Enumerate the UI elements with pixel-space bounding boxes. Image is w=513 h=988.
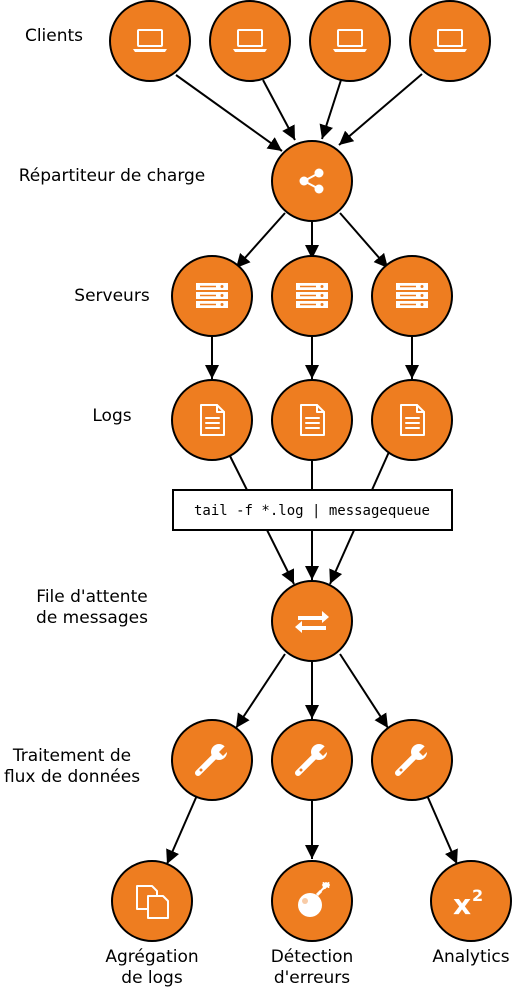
label-clients: Clients — [25, 26, 83, 46]
stream-node-1 — [171, 719, 253, 801]
label-logs: Logs — [92, 406, 131, 426]
edge-queue-stream1 — [235, 653, 286, 729]
log-node-3 — [371, 379, 453, 461]
server-icon — [395, 282, 429, 309]
edge-lb-server3 — [339, 212, 389, 269]
edge-client1-lb — [175, 74, 283, 152]
client-node-2 — [209, 0, 291, 82]
label-analytics: Analytics — [432, 947, 509, 967]
svg-text:x: x — [453, 888, 471, 921]
server-node-3 — [371, 255, 453, 337]
command-text: tail -f *.log | messagequeue — [194, 503, 430, 519]
label-queue-line2: de messages — [36, 608, 148, 628]
server-node-2 — [271, 255, 353, 337]
load-balancer-node — [271, 140, 353, 222]
stream-node-3 — [371, 719, 453, 801]
command-box: tail -f *.log | messagequeue — [172, 489, 453, 531]
label-errors-line1: Détection — [271, 947, 354, 967]
stream-node-2 — [271, 719, 353, 801]
edge-client4-lb — [338, 73, 423, 146]
label-aggregation-line2: de logs — [121, 968, 183, 988]
svg-text:2: 2 — [472, 886, 483, 905]
edge-stream3-analytics — [425, 792, 458, 865]
label-stream-line2: flux de données — [4, 767, 140, 787]
log-node-2 — [271, 379, 353, 461]
label-load-balancer: Répartiteur de charge — [19, 166, 206, 186]
label-aggregation-line1: Agrégation — [105, 947, 198, 967]
label-errors-line2: d'erreurs — [274, 968, 350, 988]
edge-queue-stream3 — [339, 653, 389, 729]
error-detection-node — [271, 860, 353, 942]
client-node-3 — [309, 0, 391, 82]
edge-client3-lb — [319, 79, 342, 140]
analytics-node: x 2 — [430, 860, 512, 942]
edge-client2-lb — [262, 79, 296, 141]
edge-stream1-agg — [166, 792, 199, 865]
x-squared-icon: x 2 — [453, 886, 483, 921]
client-node-1 — [109, 0, 191, 82]
server-icon — [195, 282, 229, 309]
label-servers: Serveurs — [74, 286, 150, 306]
client-node-4 — [409, 0, 491, 82]
aggregation-node — [111, 860, 193, 942]
label-queue-line1: File d'attente — [36, 587, 147, 607]
label-stream-line1: Traitement de — [12, 746, 131, 766]
server-icon — [295, 282, 329, 309]
edge-lb-server1 — [235, 212, 286, 269]
message-queue-node — [271, 580, 353, 662]
server-node-1 — [171, 255, 253, 337]
log-node-1 — [171, 379, 253, 461]
